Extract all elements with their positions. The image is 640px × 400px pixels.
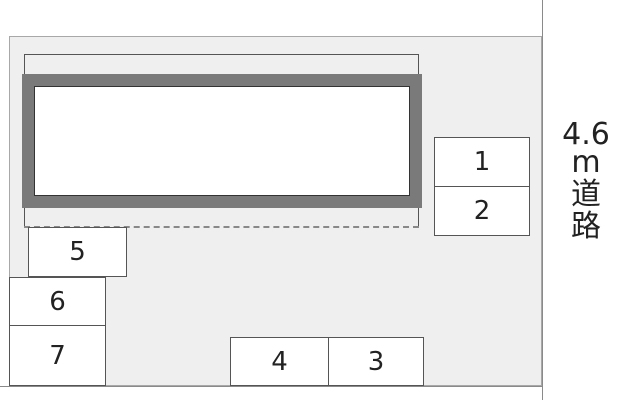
parking-space-1[interactable]: 1 bbox=[434, 137, 530, 187]
parking-space-5[interactable]: 5 bbox=[28, 227, 127, 277]
lot-bottom-edge bbox=[0, 386, 542, 387]
road-label-char-1: 道 bbox=[571, 177, 601, 212]
parking-space-2[interactable]: 2 bbox=[434, 186, 530, 236]
road-width: 4.6 bbox=[562, 117, 610, 152]
parking-space-7[interactable]: 7 bbox=[9, 325, 106, 386]
road-edge-line bbox=[542, 0, 543, 400]
parking-space-6[interactable]: 6 bbox=[9, 277, 106, 326]
road-label-char-2: 路 bbox=[571, 209, 601, 244]
parking-space-4[interactable]: 4 bbox=[230, 337, 329, 386]
building-interior bbox=[34, 86, 410, 196]
building-dashed-line bbox=[24, 226, 419, 228]
road-unit: m bbox=[571, 145, 601, 180]
road-label: 4.6 m 道 路 bbox=[554, 120, 618, 242]
parking-space-3[interactable]: 3 bbox=[328, 337, 424, 386]
